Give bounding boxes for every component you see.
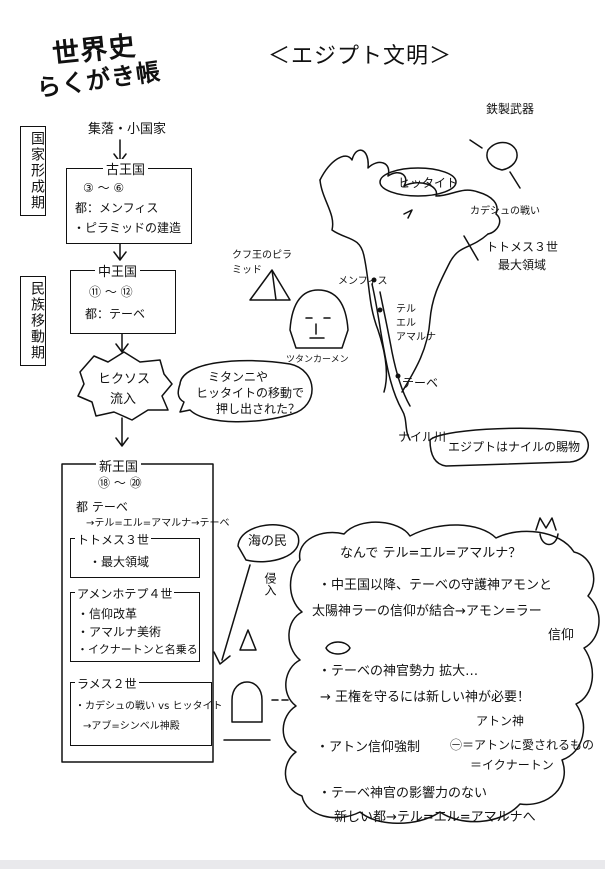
map-thebes: テーベ	[402, 376, 439, 390]
cloud-point2-a: ・テーベの神官勢力 拡大…	[318, 664, 479, 679]
thutmose-box: トトメス３世 ・最大領域	[70, 531, 200, 578]
map-amarna-2: エル	[396, 318, 416, 329]
ramesses-box: ラメス２世 ・カデシュの戦い vs ヒッタイト →アブ=シンベル神殿	[70, 675, 223, 746]
cloud-question: なんで テル=エル=アマルナ？	[340, 546, 522, 561]
old-kingdom-name: 古王国	[103, 159, 149, 178]
hyksos-note-line3: 押し出された？	[216, 402, 301, 416]
ramesses-line2: →アブ=シンベル神殿	[83, 721, 180, 732]
thutmose-desc: ・最大領域	[89, 555, 150, 569]
map-thutmose: トトメス３世	[486, 240, 559, 254]
map-iron-weapon: 鉄製武器	[486, 102, 535, 116]
map-hittite: ヒッタイト	[398, 176, 459, 190]
hyksos-sub: 流入	[110, 392, 137, 407]
cloud-point1-a: ・中王国以降、テーベの守護神アモンと	[318, 578, 553, 593]
old-kingdom-pyramid: ・ピラミッドの建造	[73, 221, 182, 235]
amenhotep-line2: ・アマルナ美術	[77, 625, 162, 639]
flow-top-label: 集落・小国家	[88, 122, 167, 137]
map-tutankhamun: ツタンカーメン	[286, 355, 349, 365]
old-kingdom-capital: 都：メンフィス	[75, 201, 159, 215]
map-nile-gift: エジプトはナイルの賜物	[448, 440, 581, 454]
new-kingdom-name: 新王国	[96, 456, 142, 475]
map-memphis: メンフィス	[338, 276, 388, 287]
cloud-point3-a: ・アトン信仰強制	[316, 740, 421, 755]
hyksos-note-line1: ミタンニや	[208, 370, 269, 384]
middle-kingdom-name: 中王国	[95, 261, 141, 280]
ramesses-title: ラメス２世	[75, 675, 139, 692]
ramesses-line1: ・カデシュの戦い vs ヒッタイト	[75, 701, 223, 712]
new-kingdom-dyn: ⑱ 〜 ⑳	[98, 476, 142, 490]
thutmose-title: トトメス３世	[75, 531, 152, 548]
old-kingdom-dyn: ③ 〜 ⑥	[83, 181, 125, 195]
map-kadesh: カデシュの戦い	[470, 206, 540, 217]
map-khufu: クフ王のピラミッド	[232, 250, 292, 276]
cloud-point4-a: ・テーベ神官の影響力のない	[318, 786, 488, 801]
cloud-point4-b: 新しい都→テル=エル=アマルナへ	[334, 810, 536, 825]
amenhotep-line1: ・信仰改革	[77, 607, 138, 621]
map-thutmose-sub: 最大領域	[498, 258, 547, 272]
middle-kingdom-dyn: ⑪ 〜 ⑫	[89, 285, 133, 299]
new-kingdom-capital1: 都 テーベ	[76, 500, 128, 514]
bottom-scroll-strip	[0, 860, 605, 869]
cloud-point1-b: 太陽神ラーの信仰が結合→アモン=ラー	[312, 604, 542, 619]
amenhotep-title: アメンホテプ４世	[75, 585, 175, 602]
amenhotep-box: アメンホテプ４世 ・信仰改革 ・アマルナ美術 ・イクナートンと名乗る	[70, 585, 200, 662]
amenhotep-line3: ・イクナートンと名乗る	[77, 643, 198, 656]
middle-kingdom-capital: 都：テーベ	[85, 307, 146, 321]
side-label-state-formation: 国家形成期	[20, 126, 46, 216]
map-nile: ナイル川	[398, 430, 447, 444]
map-amarna-1: テル	[396, 304, 416, 315]
map-amarna-3: アマルナ	[396, 332, 436, 343]
hyksos-name: ヒクソス	[98, 372, 151, 387]
cloud-point2-b: → 王権を守るには新しい神が必要！	[320, 690, 531, 705]
hyksos-note-line2: ヒッタイトの移動で	[196, 386, 305, 400]
old-kingdom-box: 古王国 ③ 〜 ⑥ 都：メンフィス ・ピラミッドの建造	[66, 159, 192, 244]
new-kingdom-capital2: →テル=エル=アマルナ→テーベ	[86, 518, 230, 529]
cloud-point3-b: ㊀＝アトンに愛されるもの	[450, 738, 595, 752]
cloud-point3-c: ＝イクナートン	[470, 758, 554, 772]
sea-peoples-label: 海の民	[248, 534, 288, 549]
cloud-point1-c: 信仰	[548, 628, 575, 643]
invasion-label: 侵入	[263, 572, 277, 596]
egypt-title: ＜エジプト文明＞	[268, 44, 453, 69]
middle-kingdom-box: 中王国 ⑪ 〜 ⑫ 都：テーベ	[70, 261, 176, 334]
cloud-aton-label: アトン神	[476, 714, 525, 728]
side-label-migration: 民族移動期	[20, 276, 46, 366]
